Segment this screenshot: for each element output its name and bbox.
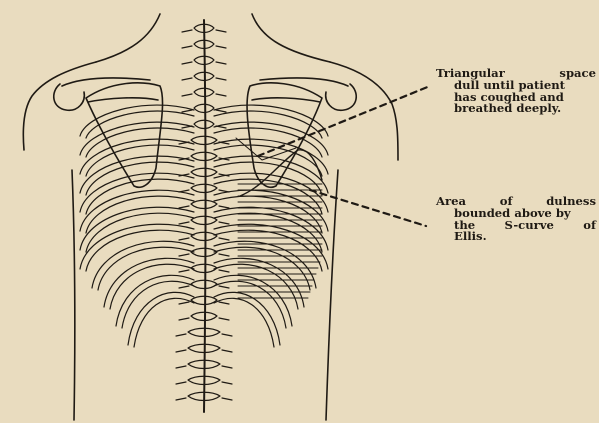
humerus-head-right <box>326 84 357 110</box>
transverse-process <box>222 350 232 352</box>
transverse-process <box>176 382 186 384</box>
transverse-process <box>219 318 229 320</box>
rib-inner-edge <box>86 162 194 195</box>
transverse-process <box>216 78 226 80</box>
transverse-process <box>182 62 192 64</box>
transverse-process <box>222 366 232 368</box>
rib <box>214 105 328 136</box>
transverse-process <box>219 222 229 224</box>
transverse-process <box>216 30 226 32</box>
rib <box>116 275 194 326</box>
transverse-process <box>179 238 189 240</box>
vertebra <box>191 248 217 256</box>
transverse-process <box>216 94 226 96</box>
transverse-process <box>176 350 186 352</box>
transverse-process <box>222 334 232 336</box>
vertebra <box>191 296 217 304</box>
vertebra <box>191 216 217 224</box>
rib <box>80 207 194 250</box>
transverse-process <box>176 398 186 400</box>
transverse-process <box>216 62 226 64</box>
rib-inner-edge <box>86 145 194 176</box>
clavicle-left <box>62 78 150 86</box>
transverse-process <box>179 270 189 272</box>
transverse-process <box>176 366 186 368</box>
shoulder-outline-left <box>23 62 96 150</box>
scapula-left-spine <box>88 98 158 102</box>
transverse-process <box>219 270 229 272</box>
vertebra <box>191 168 217 176</box>
transverse-process <box>222 382 232 384</box>
transverse-process <box>179 254 189 256</box>
vertebra <box>194 88 214 96</box>
rib-inner-edge <box>134 298 194 347</box>
label-area-of-dulness: Area of dulness bounded above by the S-c… <box>436 196 596 243</box>
transverse-process <box>222 398 232 400</box>
transverse-process <box>219 238 229 240</box>
vertebra <box>191 136 217 144</box>
torso-outline-left <box>72 170 75 420</box>
transverse-process <box>179 318 189 320</box>
rib-inner-edge <box>122 281 194 328</box>
vertebra <box>194 104 214 112</box>
label-dulness-line-4: Ellis. <box>436 231 596 243</box>
transverse-process <box>179 286 189 288</box>
transverse-process <box>182 46 192 48</box>
transverse-process <box>219 286 229 288</box>
vertebra <box>194 120 214 128</box>
leader-line-triangular <box>258 86 430 156</box>
vertebra <box>191 312 217 320</box>
rib-inner-edge <box>214 298 274 347</box>
vertebra <box>191 152 217 160</box>
vertebra <box>191 200 217 208</box>
transverse-process <box>182 110 192 112</box>
rib-inner-edge <box>214 145 322 176</box>
vertebra <box>191 264 217 272</box>
label-triangular-space: Triangular space dull until patient has … <box>436 68 596 115</box>
vertebra <box>191 184 217 192</box>
transverse-process <box>219 254 229 256</box>
humerus-head-left <box>54 84 85 110</box>
transverse-process <box>182 94 192 96</box>
transverse-process <box>179 222 189 224</box>
transverse-process <box>182 78 192 80</box>
transverse-process <box>219 206 229 208</box>
vertebrae <box>176 24 232 400</box>
transverse-process <box>179 206 189 208</box>
transverse-process <box>182 30 192 32</box>
rib-inner-edge <box>98 247 194 290</box>
transverse-process <box>179 302 189 304</box>
ribs-left <box>80 105 194 347</box>
vertebra <box>191 280 217 288</box>
clavicle-right <box>260 78 348 86</box>
rib-inner-edge <box>214 281 286 328</box>
torso-outline-right <box>326 170 338 420</box>
rib-inner-edge <box>214 247 310 290</box>
scapula-right-spine <box>252 98 320 102</box>
label-triangular-line-4: breathed deeply. <box>436 103 596 115</box>
transverse-process <box>216 110 226 112</box>
transverse-process <box>176 334 186 336</box>
vertebra <box>191 232 217 240</box>
neck-outline-left <box>96 14 160 62</box>
neck-outline-right <box>252 14 330 62</box>
transverse-process <box>216 46 226 48</box>
rib <box>80 122 194 155</box>
transverse-process <box>219 302 229 304</box>
rib <box>214 275 292 326</box>
